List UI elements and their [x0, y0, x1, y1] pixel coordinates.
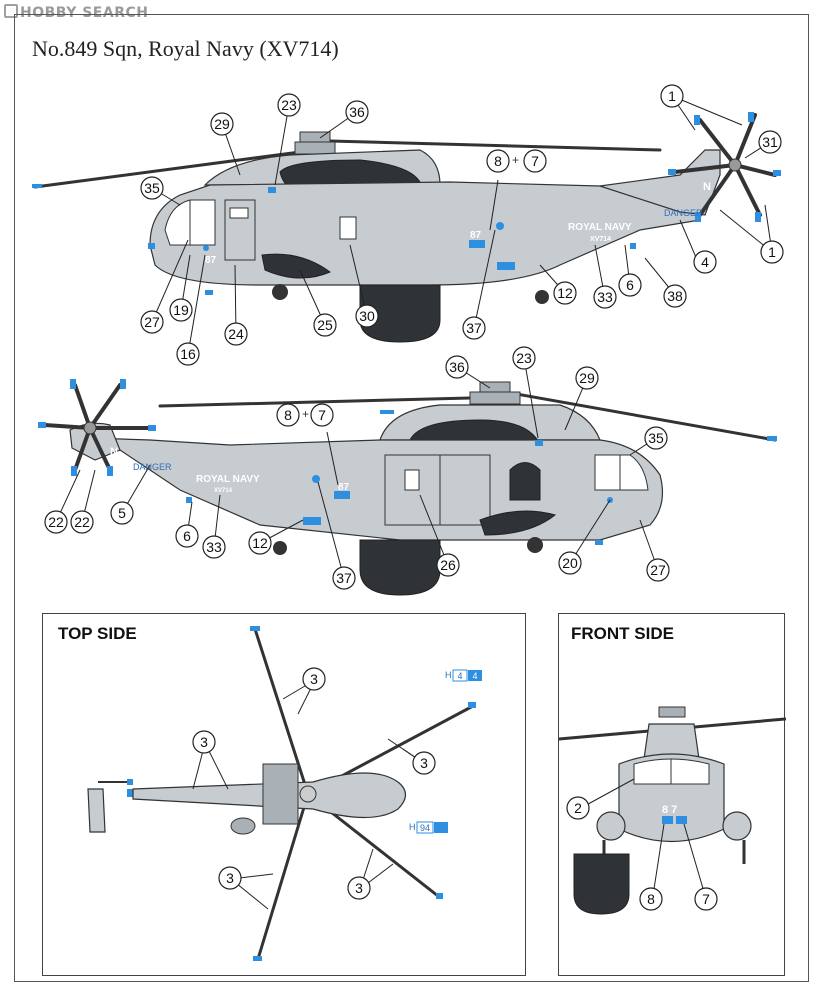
front-code-decal: 8 7: [662, 804, 677, 816]
main-rotor-blade-left: [33, 150, 302, 189]
logo-icon: [4, 4, 18, 18]
serial-decal-right: XV714: [214, 488, 233, 494]
royal-navy-decal-right: ROYAL NAVY: [196, 474, 260, 485]
code-decal-left: 87: [470, 230, 482, 241]
top-side-panel: TOP SIDE H 4 4 H 94: [42, 613, 526, 976]
royal-navy-decal-left: ROYAL NAVY: [568, 222, 632, 233]
danger-decal-right: DANGER: [133, 462, 172, 472]
h4-decal-label: H: [445, 670, 452, 680]
front-side-title: FRONT SIDE: [571, 624, 674, 643]
h4-decal-outline: 4: [457, 671, 462, 681]
h94-decal-label: H: [409, 822, 416, 832]
top-side-title: TOP SIDE: [58, 624, 137, 643]
watermark-text: HOBBY SEARCH: [20, 5, 149, 21]
instruction-sheet-frame: [14, 14, 809, 982]
main-rotor-blade-right: [328, 139, 662, 152]
right-side-view: ROYAL NAVY XV714 DANGER 87 N: [38, 379, 777, 596]
serial-decal-left: XV714: [590, 236, 611, 243]
code-decal-right: 87: [338, 482, 350, 493]
h94-decal-outline: 94: [420, 823, 430, 833]
h4-decal-solid: 4: [472, 671, 477, 681]
nose-code-decal-left: 87: [205, 255, 217, 266]
page-title: No.849 Sqn, Royal Navy (XV714): [32, 36, 339, 61]
watermark-logo: HOBBY SEARCH: [4, 4, 148, 21]
tail-n-decal-left: N: [703, 181, 711, 193]
front-side-panel: FRONT SIDE 8 7: [558, 613, 786, 976]
front-view-diagram: 8 7: [559, 706, 786, 915]
left-side-view: ROYAL NAVY XV714 DANGER 87 87 N: [32, 112, 781, 343]
main-rotor-blade-right-2: [503, 390, 777, 442]
tail-n-decal-right: N: [110, 446, 118, 458]
danger-decal-left: DANGER: [664, 208, 703, 218]
top-view-diagram: H 4 4 H 94: [87, 626, 482, 961]
main-rotor-blade-left-2: [158, 396, 472, 408]
